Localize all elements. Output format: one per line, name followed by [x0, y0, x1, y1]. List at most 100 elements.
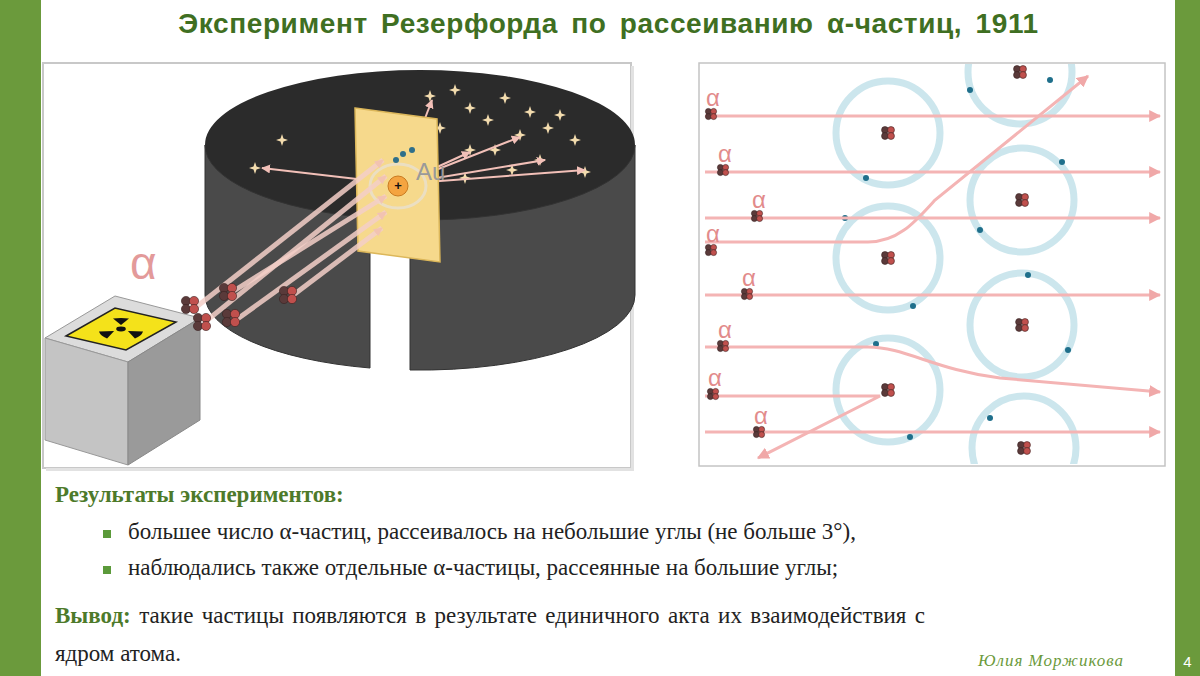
scintillation-flash — [482, 114, 494, 126]
nucleus-charge: + — [394, 178, 402, 194]
gold-foil — [393, 157, 399, 163]
radioactive-source — [45, 338, 128, 465]
alpha-trajectory — [705, 294, 1160, 297]
alpha-particle — [711, 114, 717, 120]
alpha-label: α — [708, 364, 722, 393]
results-heading: Результаты экспериментов: — [55, 481, 344, 509]
alpha-label: α — [718, 140, 732, 169]
atom — [836, 338, 940, 442]
alpha-label: α — [706, 220, 720, 249]
alpha-particle — [757, 216, 763, 222]
result-item: большее число α-частиц, рассеивалось на … — [128, 518, 856, 546]
right-panel — [699, 63, 1165, 466]
scintillation-flash — [579, 166, 591, 178]
atom — [863, 175, 869, 181]
conclusion-text: такие частицы появляются в результате ед… — [55, 603, 925, 666]
alpha-trajectory — [705, 396, 880, 458]
atom — [1022, 200, 1029, 207]
author-name: Юлия Моржикова — [978, 651, 1124, 671]
alpha-particle — [759, 432, 765, 438]
alpha-particle — [723, 170, 729, 176]
detector-screen — [410, 145, 635, 370]
scintillation-flash — [249, 162, 261, 174]
radioactive-source — [45, 296, 200, 465]
alpha-label: α — [718, 316, 732, 345]
slide-title: Эксперимент Резерфорда по рассеиванию α-… — [42, 8, 1175, 40]
alpha-trajectory — [705, 115, 1160, 118]
bullet-mark — [103, 530, 111, 574]
detector-screen — [205, 70, 635, 370]
alpha-beam — [195, 160, 386, 322]
alpha-label: α — [754, 402, 768, 431]
alpha-trajectory — [705, 347, 1160, 392]
alpha-trajectory — [705, 76, 1088, 242]
atom — [1022, 325, 1029, 332]
gold-foil — [388, 176, 408, 196]
radioactive-source — [116, 327, 126, 332]
bullet-mark — [103, 530, 111, 538]
atom — [970, 148, 1074, 252]
alpha-beam — [236, 212, 386, 320]
alpha-trajectory — [705, 171, 1160, 174]
atom — [910, 303, 916, 309]
scintillation-flash — [464, 102, 476, 114]
alpha-trajectory — [705, 76, 1160, 458]
side-bar — [1175, 0, 1200, 676]
scintillation-flash — [524, 106, 536, 118]
atom — [967, 87, 973, 93]
alpha-particle — [189, 304, 198, 313]
atom — [888, 390, 895, 397]
conclusion-paragraph: Вывод: такие частицы появляются в резуль… — [55, 597, 925, 673]
alpha-label: α — [752, 186, 766, 215]
atom — [1020, 72, 1027, 79]
alpha-particle — [181, 283, 296, 330]
atom — [970, 273, 1074, 377]
scintillation-flash — [449, 84, 461, 96]
atom — [977, 227, 983, 233]
scintillation-flash — [554, 109, 566, 121]
radioactive-source — [113, 318, 129, 325]
result-item: наблюдались также отдельные α-частицы, р… — [128, 554, 838, 582]
alpha-particle — [227, 291, 236, 300]
illustration — [705, 64, 1160, 464]
atom — [836, 81, 940, 185]
radioactive-source — [128, 331, 143, 338]
alpha-beam — [292, 228, 382, 296]
left-panel — [46, 468, 634, 471]
atom — [907, 434, 913, 440]
bullet-mark — [103, 566, 111, 574]
alpha-trajectory — [705, 431, 1160, 434]
alpha-label: α — [706, 84, 720, 113]
radioactive-source — [66, 308, 176, 350]
scintillation-flash — [424, 90, 436, 102]
slide-number: 4 — [1183, 653, 1191, 671]
alpha-particle — [230, 317, 239, 326]
atom — [1024, 448, 1031, 455]
alpha-label: α — [130, 236, 157, 291]
atom — [1059, 159, 1065, 165]
radioactive-source — [99, 318, 143, 339]
conclusion-label: Вывод: — [55, 603, 131, 628]
side-bar — [0, 0, 41, 676]
alpha-particle — [713, 394, 719, 400]
right-panel — [699, 63, 1165, 466]
atom — [888, 133, 895, 140]
alpha-beam — [205, 176, 386, 322]
atom — [1047, 77, 1053, 83]
scintillation-flash — [276, 134, 288, 146]
atom — [836, 64, 1076, 464]
alpha-trajectory — [705, 217, 1160, 220]
atom — [888, 258, 895, 265]
scintillation-flash — [569, 134, 581, 146]
atom — [1065, 347, 1071, 353]
alpha-particle — [747, 294, 753, 300]
gold-foil — [400, 151, 406, 157]
alpha-particle — [287, 294, 296, 303]
gold-foil — [409, 147, 415, 153]
scintillation-flash — [499, 92, 511, 104]
atom — [1025, 272, 1031, 278]
alpha-particle — [201, 321, 210, 330]
atom — [972, 396, 1076, 464]
